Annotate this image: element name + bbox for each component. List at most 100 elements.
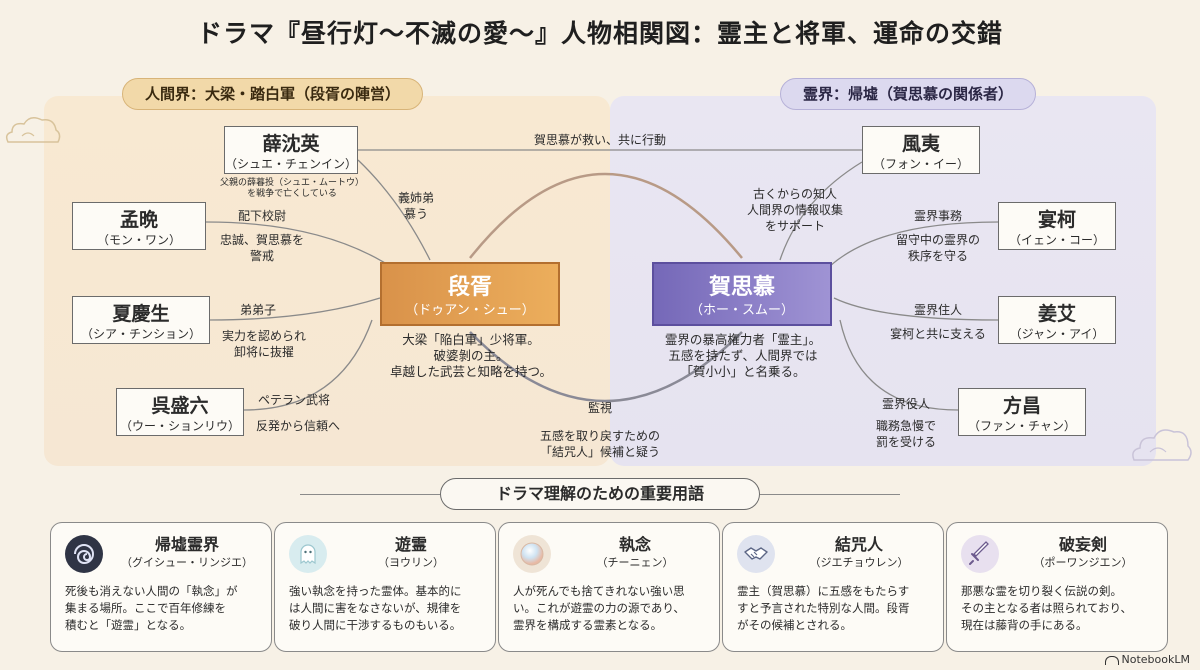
rel-yan-1: 霊界事務 [913, 209, 962, 223]
rel-fang-3: 罰を受ける [875, 435, 936, 449]
node-xue-name: 薛沈英 [262, 133, 320, 155]
rel-monitor: 監視 [587, 401, 612, 415]
term-body-line: 那悪な霊を切り裂く伝説の剣。 [961, 584, 1122, 598]
node-fang-kana: （ファン・チャン） [968, 419, 1076, 433]
term-card-zhinian: 執念 （チーニェン） 人が死んでも捨てきれない強い思 い。これが遊霊の力の源であ… [498, 522, 720, 652]
central-left-kana: （ドゥアン・シュー） [405, 303, 535, 318]
node-wu-kana: （ウー・ションリウ） [119, 419, 240, 433]
term-kana: （ジエチョウレン） [809, 556, 909, 569]
rel-fang-2: 職務急慢で [875, 419, 936, 433]
node-jiang-kana: （ジャン・アイ） [1009, 327, 1105, 341]
line-fang [839, 319, 959, 411]
central-right-desc: 霊界の暴高権力者「霊主」。 五感を持たず、人間界では 「賀小小」と名乗る。 [646, 332, 840, 380]
term-kana: （グイシュー・リンジエ） [121, 556, 253, 569]
rel-monitor-desc: 五感を取り戻すための 「結咒人」候補と疑う [520, 428, 680, 460]
rel-yan-2: 留守中の霊界の [895, 233, 980, 247]
line-meng [205, 221, 391, 267]
term-body-line: 死後も消えない人間の「執念」が [65, 584, 238, 598]
line-xia [209, 297, 381, 321]
line-yan [829, 221, 999, 267]
brand-label: NotebookLM [1104, 653, 1190, 666]
node-meng: 孟晩 （モン・ワン） [72, 202, 206, 250]
node-feng-name: 風夷 [901, 133, 940, 155]
node-jiang-name: 姜艾 [1037, 303, 1076, 325]
line-feng [779, 161, 863, 261]
terms-divider-right [760, 494, 900, 495]
ghost-icon [289, 535, 327, 573]
term-body-line: がその候補とされる。 [737, 618, 852, 632]
term-card-guixu: 帰墟霊界 （グイシュー・リンジエ） 死後も消えない人間の「執念」が 集まる場所。… [50, 522, 272, 652]
left-desc-2: 破婆剝の主。 [433, 348, 509, 363]
term-body: 人が死んでも捨てきれない強い思 い。これが遊霊の力の源であり、 霊界を構成する霊… [513, 583, 709, 634]
left-desc-1: 大梁「陥白軍」少将軍。 [402, 332, 540, 347]
term-kana: （ヨウリン） [378, 556, 444, 569]
term-body-line: 霊主（賀思慕）に五感をもたらす [737, 584, 910, 598]
handshake-icon [737, 535, 775, 573]
central-node-duanxu: 段胥 （ドゥアン・シュー） [380, 262, 560, 326]
term-body-line: すと予言された特別な人間。段胥 [737, 601, 910, 615]
node-feng-kana: （フォン・イー） [872, 157, 969, 171]
node-xue-kana: （シュエ・チェンイン） [225, 157, 358, 171]
left-desc-3: 卓越した武芸と知略を持つ。 [389, 364, 552, 379]
node-feng: 風夷 （フォン・イー） [862, 126, 980, 174]
rel-xia-2: 実力を認められ [221, 329, 306, 343]
arc-bottom [469, 331, 743, 403]
rel-jiang: 霊界住人 宴柯と共に支える [882, 302, 994, 342]
term-body-line: 強い執念を持った霊体。基本的に [289, 584, 462, 598]
rel-xue-1: 義姉弟 [397, 191, 434, 205]
term-title: 遊霊 [394, 535, 427, 554]
rel-fang: 霊界役人 職務急慢で 罰を受ける [866, 396, 946, 450]
node-fang: 方昌 （ファン・チャン） [958, 388, 1086, 436]
term-card-youling: 遊霊 （ヨウリン） 強い執念を持った霊体。基本的に は人間に害をなさないが、規律… [274, 522, 496, 652]
term-body-line: 現在は藤背の手にある。 [961, 618, 1088, 632]
rel-jiang-2: 宴柯と共に支える [890, 327, 986, 341]
node-wu-name: 呉盛六 [151, 395, 209, 417]
term-body-line: その主となる者は照られており、 [961, 601, 1133, 615]
central-right-kana: （ホー・スムー） [689, 303, 794, 318]
rel-xia-1: 弟弟子 [240, 303, 277, 317]
human-world-label: 人間界：大梁・踏白軍（段胥の陣営） [122, 78, 424, 110]
arc-top [469, 172, 743, 259]
term-card-powangjian: 破妄剣 （ポーワンジエン） 那悪な霊を切り裂く伝説の剣。 その主となる者は照られ… [946, 522, 1168, 652]
rel-fang-1: 霊界役人 [881, 397, 930, 411]
line-xue [357, 159, 431, 261]
terms-divider-left [300, 494, 440, 495]
term-body-line: 集まる場所。ここで百年修練を [65, 601, 226, 615]
term-kana: （ポーワンジエン） [1033, 556, 1133, 569]
term-body-line: 霊界を構成する霊素となる。 [513, 618, 663, 632]
rel-feng-2: 人間界の情報収集 [746, 203, 843, 217]
terms-header: ドラマ理解のための重要用語 [440, 478, 760, 510]
rel-yan: 霊界事務 留守中の霊界の 秩序を守る [888, 208, 988, 264]
cloud-icon [5, 117, 61, 143]
term-body: 死後も消えない人間の「執念」が 集まる場所。ここで百年修練を 積むと「遊霊」とな… [65, 583, 261, 634]
term-body-line: は人間に害をなさないが、規律を [289, 601, 462, 615]
rel-wu-1: ペテラン武将 [258, 393, 331, 407]
rel-jiang-1: 霊界住人 [913, 303, 962, 317]
line-wu [243, 319, 373, 411]
rel-monitor-desc-1: 五感を取り戻すための [539, 429, 660, 443]
rel-meng-desc: 忠誠、賀思慕を 警戒 [212, 232, 312, 264]
term-title: 帰墟霊界 [154, 535, 219, 554]
term-body-line: い。これが遊霊の力の源であり、 [513, 601, 685, 615]
right-desc-2: 五感を持たず、人間界では [668, 348, 818, 363]
term-body-line: 破り人間に干渉するものもいる。 [289, 618, 462, 632]
rel-feng-1: 古くからの知人 [752, 187, 837, 201]
term-body-line: 人が死んでも捨てきれない強い思 [513, 584, 685, 598]
node-xia-name: 夏慶生 [112, 303, 170, 325]
page-title: ドラマ『昼行灯〜不滅の愛〜』人物相関図：霊主と将軍、運命の交錯 [196, 19, 1003, 48]
rel-xue: 義姉弟 慕う [386, 190, 446, 222]
node-xia: 夏慶生 （シア・チンション） [72, 296, 210, 344]
rel-feng: 古くからの知人 人間界の情報収集 をサポート [740, 186, 850, 234]
term-title: 結咒人 [834, 535, 883, 554]
xue-note-line2: を戦争で亡くしている [247, 189, 337, 199]
node-yan-name: 宴柯 [1037, 209, 1076, 231]
term-body: 霊主（賀思慕）に五感をもたらす すと予言された特別な人間。段胥 がその候補とされ… [737, 583, 933, 634]
rel-wu-2: 反発から信頼へ [256, 419, 341, 433]
swirl-icon [65, 535, 103, 573]
rel-feng-3: をサポート [764, 219, 825, 233]
term-body: 強い執念を持った霊体。基本的に は人間に害をなさないが、規律を 破り人間に干渉す… [289, 583, 485, 634]
rel-meng-1: 配下校尉 [238, 209, 287, 223]
right-desc-1: 霊界の暴高権力者「霊主」。 [664, 332, 822, 347]
rel-xia-desc: 実力を認められ 卸将に抜擢 [212, 328, 316, 360]
